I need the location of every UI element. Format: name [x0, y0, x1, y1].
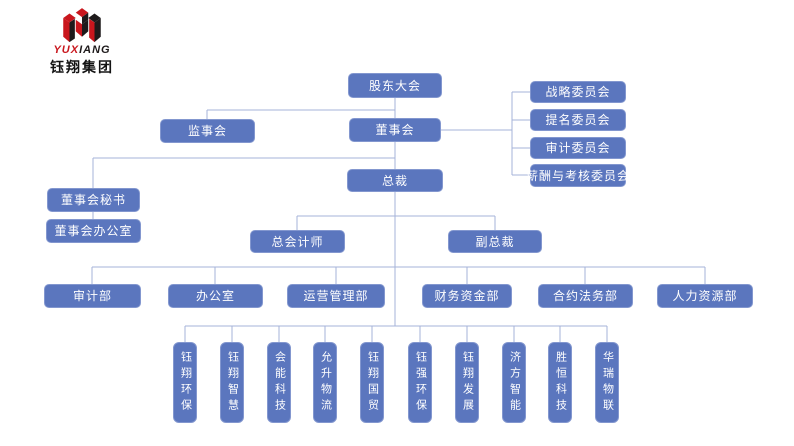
company-logo: YUXIANG 钰翔集团 [40, 8, 124, 77]
org-node-remuneration-committee: 薪酬与考核委员会 [526, 164, 629, 187]
org-node-vice-president: 副总裁 [448, 230, 542, 253]
org-node-general-office: 办公室 [168, 284, 263, 308]
org-node-supervisory-board: 监事会 [160, 119, 255, 143]
logo-wordmark: YUXIANG [40, 44, 124, 56]
org-node-operations-dept: 运营管理部 [287, 284, 385, 308]
org-node-chief-accountant: 总会计师 [250, 230, 345, 253]
org-node-yuqiang-huanbao: 钰强环保 [408, 342, 432, 423]
org-node-huineng-keji: 会能科技 [267, 342, 291, 423]
org-node-legal-dept: 合约法务部 [538, 284, 633, 308]
org-node-shareholders-meeting: 股东大会 [348, 73, 442, 98]
org-node-nomination-committee: 提名委员会 [530, 109, 626, 131]
org-node-yuxiang-fazhan: 钰翔发展 [455, 342, 479, 423]
org-node-finance-dept: 财务资金部 [422, 284, 512, 308]
org-node-board-of-directors: 董事会 [349, 118, 441, 142]
logo-wordmark-dark: IANG [79, 44, 111, 56]
logo-wordmark-red: YUX [53, 44, 80, 56]
company-name: 钰翔集团 [50, 59, 114, 75]
org-node-jifang-zhineng: 济方智能 [502, 342, 526, 423]
org-node-board-secretary: 董事会秘书 [47, 188, 140, 212]
org-node-yuxiang-zhihui: 钰翔智慧 [220, 342, 244, 423]
org-node-shengheng-keji: 胜恒科技 [548, 342, 572, 423]
org-node-yunsheng-wuliu: 允升物流 [313, 342, 337, 423]
org-node-audit-dept: 审计部 [44, 284, 141, 308]
org-node-board-office: 董事会办公室 [46, 219, 141, 243]
org-node-strategy-committee: 战略委员会 [530, 81, 626, 103]
org-node-hr-dept: 人力资源部 [657, 284, 753, 308]
org-node-yuxiang-guomao: 钰翔国贸 [360, 342, 384, 423]
org-node-yuxiang-huanbao: 钰翔环保 [173, 342, 197, 423]
org-node-huarui-wulian: 华瑞物联 [595, 342, 619, 423]
logo-mark-icon [63, 8, 101, 43]
org-node-audit-committee: 审计委员会 [530, 137, 626, 159]
org-node-president: 总裁 [347, 169, 443, 192]
